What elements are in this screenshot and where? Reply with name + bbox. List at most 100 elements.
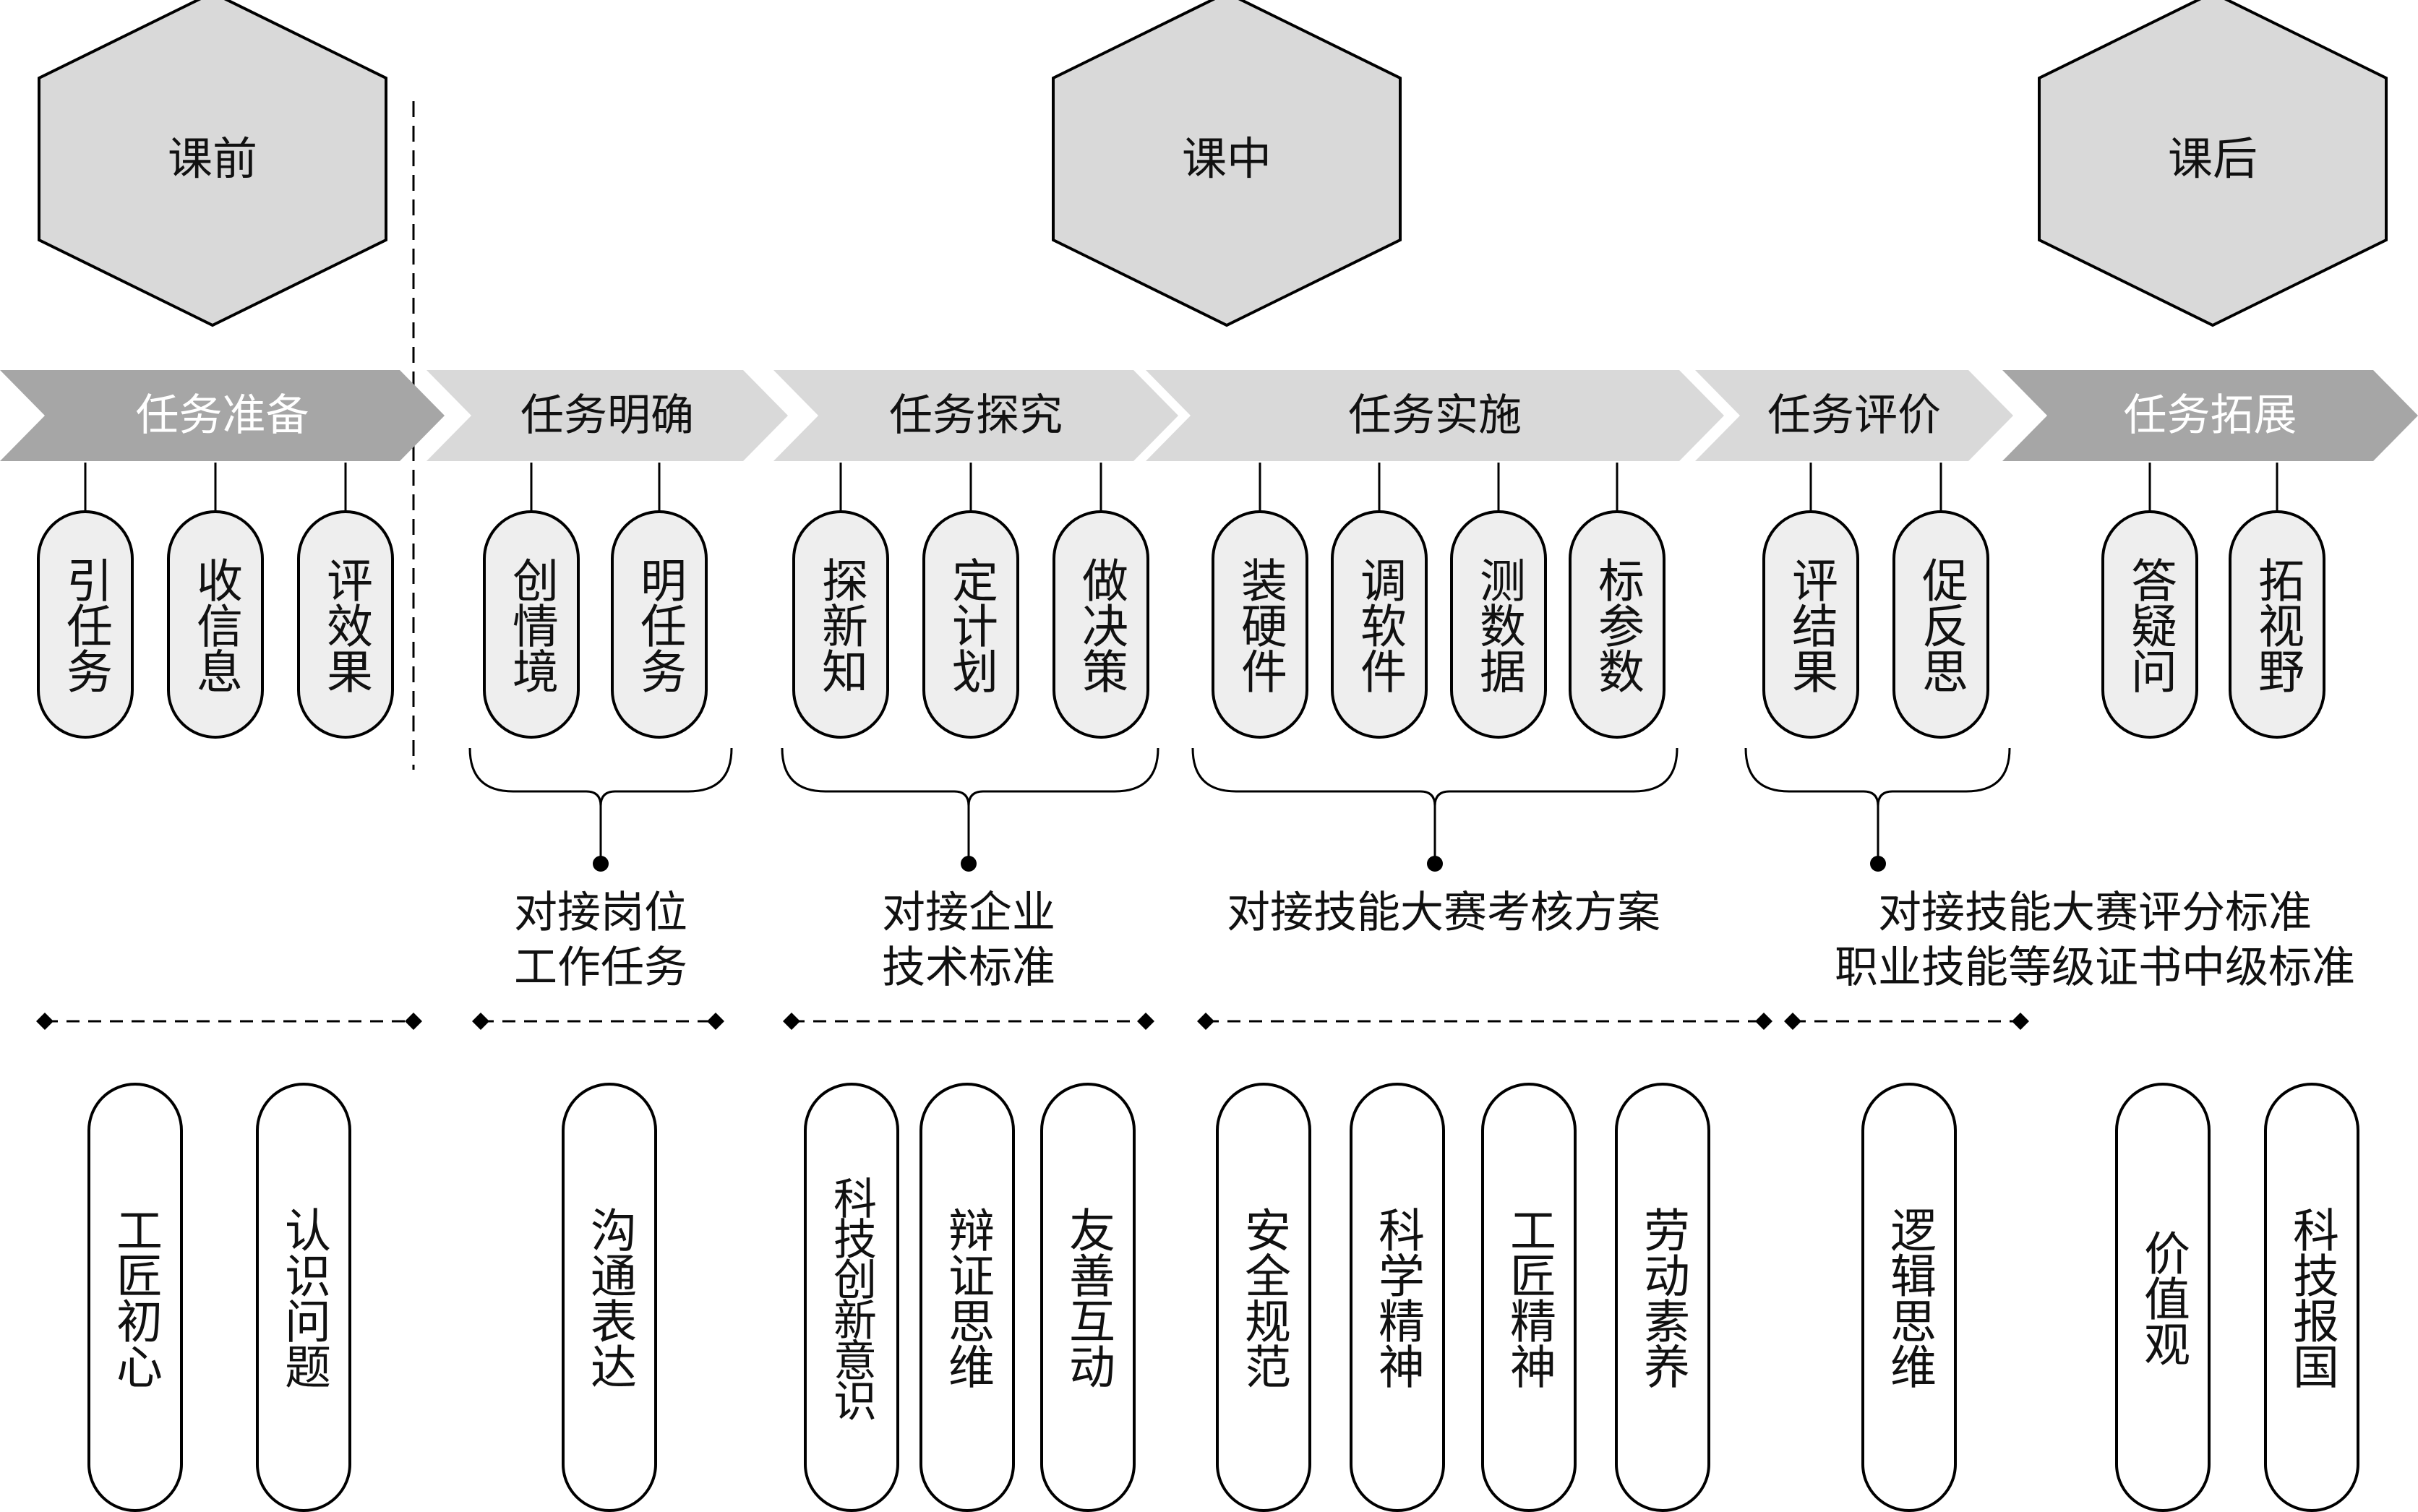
brace-dot — [961, 856, 977, 872]
standard-label: 对接企业 技术标准 — [882, 888, 1055, 993]
separator-diamond — [472, 1013, 489, 1030]
subtask-pill — [167, 510, 264, 739]
value-label: 科学精神 — [1371, 1206, 1424, 1388]
phase-label: 课前 — [167, 132, 257, 185]
subtask-pill — [1052, 510, 1149, 739]
value-label: 逻辑思维 — [1882, 1206, 1936, 1388]
subtask-label: 做决策 — [1074, 556, 1128, 693]
value-label: 安全规范 — [1237, 1206, 1290, 1388]
subtask-pill — [2101, 510, 2198, 739]
value-pill — [2115, 1083, 2211, 1512]
separator-diamond — [1755, 1013, 1772, 1030]
task-label: 任务拓展 — [2123, 390, 2297, 441]
group-brace — [781, 747, 1159, 807]
subtask-label: 拓视野 — [2250, 556, 2304, 693]
value-label: 认识问题 — [277, 1206, 330, 1388]
separator-diamond — [783, 1013, 800, 1030]
subtask-pill — [1892, 510, 1989, 739]
subtask-pill — [1450, 510, 1547, 739]
value-pill — [804, 1083, 899, 1512]
subtask-pill — [1331, 510, 1428, 739]
subtask-label: 测数据 — [1472, 556, 1525, 693]
task-arrow — [0, 370, 445, 461]
value-pill — [562, 1083, 657, 1512]
value-pill — [1040, 1083, 1136, 1512]
value-label: 科技报国 — [2285, 1206, 2338, 1388]
value-label: 友善互动 — [1061, 1206, 1115, 1388]
value-pill — [1481, 1083, 1577, 1512]
value-pill — [1615, 1083, 1710, 1512]
group-brace — [1744, 747, 2011, 807]
separator-diamond — [36, 1013, 53, 1030]
value-label: 工匠精神 — [1502, 1206, 1556, 1388]
subtask-pill — [611, 510, 708, 739]
subtask-label: 答疑问 — [2123, 556, 2177, 693]
subtask-label: 评结果 — [1784, 556, 1838, 693]
phase-label: 课中 — [1181, 132, 1272, 185]
subtask-pill — [2229, 510, 2325, 739]
task-label: 任务明确 — [520, 390, 694, 441]
subtask-pill — [1569, 510, 1665, 739]
value-label: 沟通表达 — [583, 1206, 636, 1388]
brace-dot — [593, 856, 609, 872]
task-arrow — [426, 370, 788, 461]
subtask-pill — [1212, 510, 1308, 739]
phase-hexagon — [38, 0, 387, 327]
subtask-pill — [297, 510, 394, 739]
group-brace — [1191, 747, 1679, 807]
subtask-label: 创情境 — [505, 556, 558, 693]
value-label: 辩证思维 — [940, 1206, 994, 1388]
separator-diamond — [1784, 1013, 1801, 1030]
subtask-label: 促反思 — [1914, 556, 1968, 693]
subtask-label: 引任务 — [59, 556, 112, 693]
separator-diamond — [405, 1013, 422, 1030]
phase-label: 课后 — [2167, 132, 2258, 185]
subtask-pill — [792, 510, 889, 739]
subtask-label: 标参数 — [1590, 556, 1644, 693]
value-pill — [919, 1083, 1015, 1512]
phase-hexagon — [2038, 0, 2388, 327]
separator-diamond — [707, 1013, 724, 1030]
subtask-label: 收信息 — [189, 556, 242, 693]
task-arrow — [2002, 370, 2418, 461]
brace-dot — [1427, 856, 1443, 872]
group-brace — [468, 747, 733, 807]
subtask-label: 明任务 — [633, 556, 686, 693]
value-label: 工匠初心 — [108, 1206, 162, 1388]
task-label: 任务准备 — [135, 390, 309, 441]
separator-diamond — [1137, 1013, 1154, 1030]
value-pill — [1350, 1083, 1445, 1512]
task-label: 任务评价 — [1767, 390, 1941, 441]
subtask-label: 装硬件 — [1233, 556, 1287, 693]
brace-dot — [1870, 856, 1886, 872]
value-pill — [1216, 1083, 1311, 1512]
separator-diamond — [2012, 1013, 2029, 1030]
subtask-label: 评效果 — [319, 556, 372, 693]
subtask-label: 探新知 — [814, 556, 867, 693]
value-pill — [87, 1083, 183, 1512]
phase-hexagon — [1052, 0, 1402, 327]
value-pill — [2264, 1083, 2359, 1512]
task-arrow — [773, 370, 1178, 461]
task-arrow — [1695, 370, 2013, 461]
subtask-pill — [37, 510, 134, 739]
task-arrow — [1146, 370, 1724, 461]
standard-label: 对接技能大赛考核方案 — [1227, 888, 1660, 938]
subtask-pill — [483, 510, 580, 739]
separator-diamond — [1197, 1013, 1214, 1030]
value-label: 科技创新意识 — [826, 1176, 877, 1419]
subtask-label: 定计划 — [944, 556, 998, 693]
standard-label: 对接岗位 工作任务 — [514, 888, 687, 993]
subtask-pill — [1762, 510, 1859, 739]
value-pill — [256, 1083, 351, 1512]
value-label: 价值观 — [2136, 1229, 2190, 1366]
subtask-label: 调软件 — [1352, 556, 1406, 693]
subtask-pill — [922, 510, 1019, 739]
task-label: 任务探究 — [889, 390, 1063, 441]
value-label: 劳动素养 — [1636, 1206, 1689, 1388]
task-label: 任务实施 — [1348, 390, 1522, 441]
value-pill — [1861, 1083, 1957, 1512]
standard-label: 对接技能大赛评分标准 职业技能等级证书中级标准 — [1835, 888, 2355, 993]
